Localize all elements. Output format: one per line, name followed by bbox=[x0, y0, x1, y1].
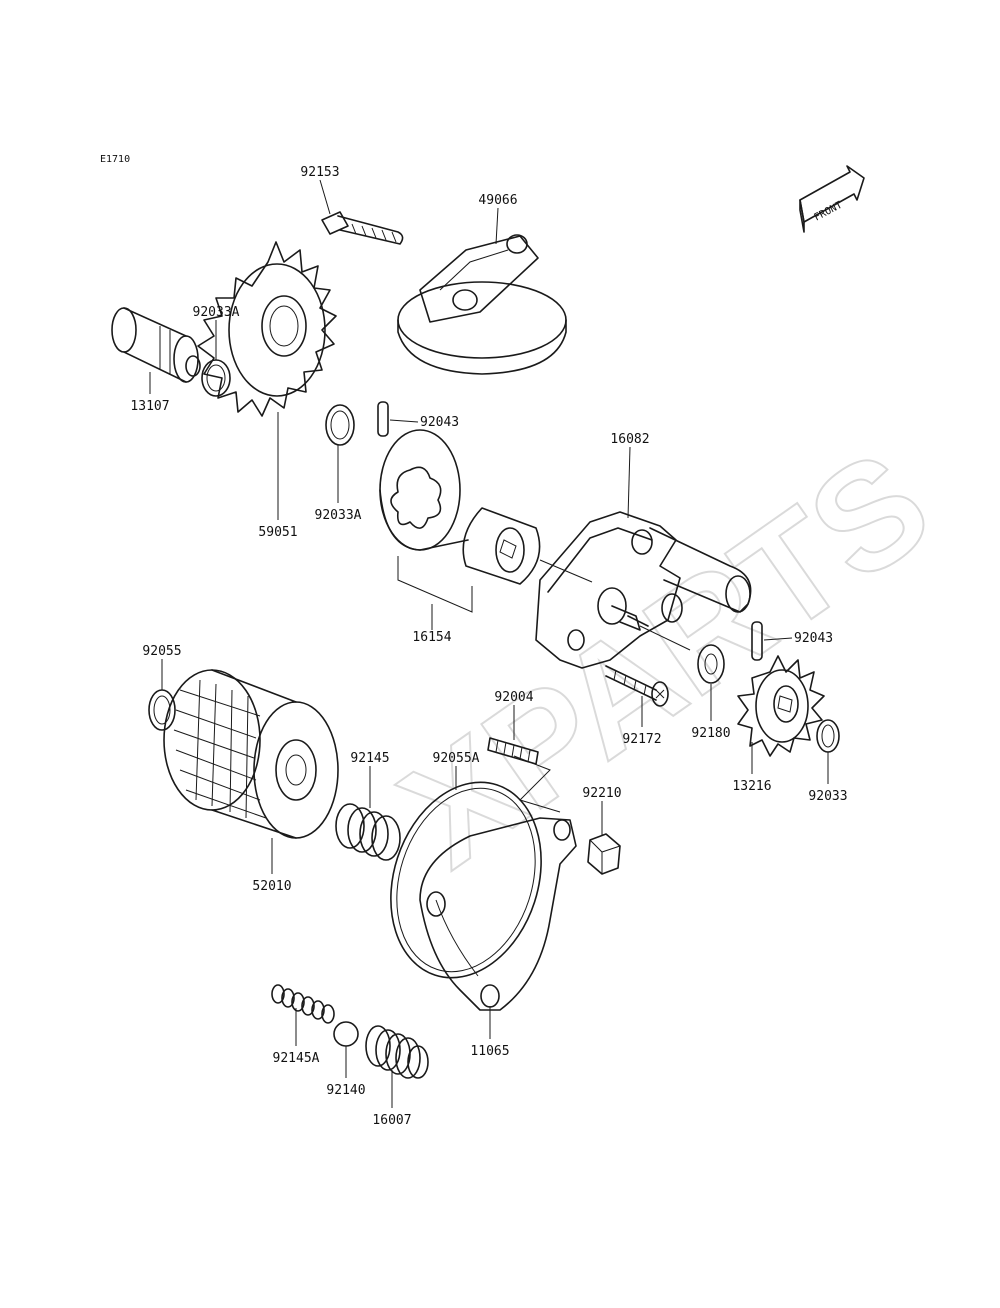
part-label-59051: 59051 bbox=[258, 525, 297, 540]
circlip-92033a-top-icon bbox=[201, 359, 231, 397]
part-label-92033a: 92033A bbox=[315, 508, 362, 523]
part-label-52010: 52010 bbox=[252, 879, 291, 894]
nut-92210-icon bbox=[587, 833, 621, 875]
part-label-92055: 92055 bbox=[142, 644, 181, 659]
part-label-92153: 92153 bbox=[300, 165, 339, 180]
cover-49066-icon bbox=[397, 234, 567, 375]
part-labels: 92153 49066 92033A 13107 92043 59051 92033A 160… bbox=[130, 165, 847, 1128]
part-label-13216: 13216 bbox=[732, 779, 771, 794]
leader-line-49066 bbox=[495, 207, 499, 245]
cover-11065-icon bbox=[419, 817, 577, 1011]
valve-16007-icon bbox=[365, 1025, 429, 1079]
bracket-16154 bbox=[397, 556, 473, 613]
circlip-92033a-lower-icon bbox=[325, 404, 355, 446]
part-label-16082: 16082 bbox=[610, 432, 649, 447]
circlip-92033-icon bbox=[816, 719, 840, 753]
leader-line-92043 bbox=[389, 419, 419, 423]
part-label-92140: 92140 bbox=[326, 1083, 365, 1098]
diagram-code: E1710 bbox=[100, 154, 130, 165]
part-label-92004: 92004 bbox=[494, 690, 533, 705]
spring-92145a-icon bbox=[271, 984, 335, 1024]
rotor-16154-inner-icon bbox=[462, 507, 541, 585]
shaft-13107-icon bbox=[111, 307, 201, 383]
o-ring-92055a-icon bbox=[390, 781, 542, 979]
leader-line-92153 bbox=[319, 179, 331, 215]
part-label-92145: 92145 bbox=[350, 751, 389, 766]
screw-92172-icon bbox=[605, 665, 669, 707]
front-label: FRONT bbox=[812, 200, 844, 224]
part-label-16154: 16154 bbox=[412, 630, 451, 645]
pin-92043-upper-icon bbox=[377, 401, 389, 437]
part-label-92172: 92172 bbox=[622, 732, 661, 747]
pump-body-16082-icon bbox=[535, 511, 752, 669]
part-label-92145a: 92145A bbox=[273, 1051, 320, 1066]
gear-59051-icon bbox=[197, 241, 337, 417]
front-arrow-icon: FRONT bbox=[799, 165, 865, 233]
leader-line-92043 bbox=[763, 637, 793, 641]
part-label-92055a: 92055A bbox=[433, 751, 480, 766]
part-label-92033: 92033 bbox=[808, 789, 847, 804]
part-label-92043: 92043 bbox=[794, 631, 833, 646]
ball-92140-icon bbox=[333, 1021, 359, 1047]
part-label-11065: 11065 bbox=[470, 1044, 509, 1059]
part-label-92043: 92043 bbox=[420, 415, 459, 430]
part-label-16007: 16007 bbox=[372, 1113, 411, 1128]
gear-13216-icon bbox=[737, 655, 825, 757]
leader-line-16082 bbox=[627, 446, 631, 519]
part-label-13107: 13107 bbox=[130, 399, 169, 414]
part-label-49066: 49066 bbox=[478, 193, 517, 208]
stud-92004-icon bbox=[487, 737, 539, 765]
washer-92180-icon bbox=[697, 644, 725, 684]
pin-92043-right-icon bbox=[751, 621, 763, 661]
bolt-92153-icon bbox=[321, 211, 404, 245]
oil-filter-52010-icon bbox=[163, 669, 339, 839]
rotor-16154-outer-icon bbox=[379, 429, 469, 551]
part-label-92210: 92210 bbox=[582, 786, 621, 801]
o-ring-92055-icon bbox=[148, 689, 176, 731]
part-label-92180: 92180 bbox=[691, 726, 730, 741]
spring-92145-icon bbox=[335, 803, 401, 861]
part-label-92033a: 92033A bbox=[193, 305, 240, 320]
